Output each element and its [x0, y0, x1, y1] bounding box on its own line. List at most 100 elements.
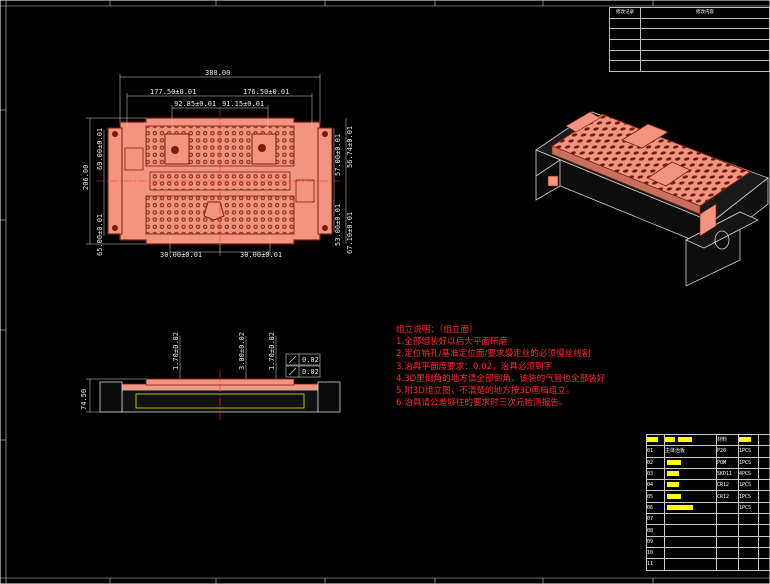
bom-item-name [664, 535, 717, 548]
dim-right-lower-a: 53.00±0.01 [334, 204, 342, 246]
bom-item-qty: 1PCS [738, 445, 759, 458]
bom-item-note [758, 467, 770, 481]
top-view: 380.00 177.50±0.01 176.50±0.01 92.85±0.0… [82, 69, 354, 259]
bom-item-note [758, 524, 770, 537]
bom-item-material: SKD11 [716, 467, 739, 481]
isometric-view [535, 111, 769, 287]
bom-item-no: 08 [646, 524, 665, 537]
dim-right-span: 176.50±0.01 [243, 88, 289, 96]
bom-item-note [758, 501, 770, 515]
bom-item-no: 02 [646, 456, 665, 469]
dim-right-inner: 91.15±0.01 [222, 100, 264, 108]
note-line: 6.治具请公差够往的要求时三次元检测报告。 [396, 398, 568, 409]
bom-item-material [716, 558, 739, 571]
highlight-mark [667, 471, 679, 477]
bom-item-qty [738, 535, 759, 548]
bom-item-qty: 1PCS [738, 456, 759, 469]
flatness-value-2: 0.02 [302, 368, 319, 376]
bom-item-qty: 1PCS [738, 501, 759, 515]
bom-item-no: 07 [646, 513, 665, 526]
bom-item-name [664, 479, 717, 492]
bom-item-qty: 4PCS [738, 467, 759, 481]
bom-item-note [758, 535, 770, 548]
side-view: 74.50 1.70±0.02 3.00±0.02 1.70±0.02 0.02… [80, 332, 341, 420]
bom-item-material: CR12 [716, 490, 739, 503]
bom-item-name [664, 501, 717, 515]
bom-item-name [664, 456, 717, 469]
dim-bottom-right: 30.00±0.01 [240, 251, 282, 259]
bom-item-material: CR12 [716, 479, 739, 492]
highlight-mark [667, 482, 679, 488]
dim-left-inner: 92.85±0.01 [174, 100, 216, 108]
bom-item-qty: 1PCS [738, 479, 759, 492]
bom-item-name: 主体治板 [664, 445, 717, 458]
dim-side-height: 74.50 [80, 389, 88, 410]
bom-item-no: 10 [646, 546, 665, 560]
highlight-mark [647, 437, 658, 443]
highlight-mark [667, 459, 681, 465]
bom-item-qty [738, 558, 759, 571]
bom-item-no: 04 [646, 479, 665, 492]
note-line: 1.全部组装好以后大平面研磨 [396, 337, 508, 348]
bom-item-qty [738, 524, 759, 537]
bom-item-note [758, 546, 770, 560]
bom-row: 06 1PCS [646, 501, 770, 515]
dim-left-upper: 69.00±0.01 [96, 128, 104, 170]
revision-table: 修改记录 修改内容 [609, 7, 770, 73]
bom-item-no: 09 [646, 535, 665, 548]
highlight-mark [665, 437, 675, 443]
dim-right-upper-b: 56.74±0.01 [346, 126, 354, 168]
bom-item-note [758, 456, 770, 469]
dim-overall-width: 380.00 [205, 69, 230, 77]
bom-row: 07 [646, 513, 770, 526]
bom-item-name [664, 467, 717, 481]
dim-side-c: 1.70±0.02 [268, 332, 276, 370]
bom-item-note [758, 513, 770, 526]
note-line: 5.附3D组立图，不清楚的地方按3D画档组立。 [396, 386, 575, 397]
flatness-icon [288, 355, 297, 364]
revision-col-1: 修改记录 [609, 7, 641, 19]
dim-bottom-left: 30.00±0.01 [160, 251, 202, 259]
bom-item-material [716, 535, 739, 548]
bom-item-material [716, 546, 739, 560]
highlight-mark [667, 504, 693, 510]
bom-item-name [664, 513, 717, 526]
note-line: 4.3D里倒角的地方请全部倒角，该装的气管也全部装好 [396, 373, 606, 384]
bom-item-material: P20 [716, 445, 739, 458]
bom-item-note [758, 445, 770, 458]
bom-item-no: 11 [646, 558, 665, 571]
bom-item-name [664, 524, 717, 537]
bom-item-no: 03 [646, 467, 665, 481]
bom-item-no: 01 [646, 445, 665, 458]
bom-item-name [664, 490, 717, 503]
bom-header-row: 材料 [646, 433, 770, 447]
bom-row: 09 [646, 535, 770, 548]
bom-item-material [716, 501, 739, 515]
bom-item-no: 05 [646, 490, 665, 503]
bom-row: 11 [646, 558, 770, 571]
dim-right-upper-a: 57.00±0.01 [334, 134, 342, 176]
dim-side-b: 3.00±0.02 [238, 332, 246, 370]
dim-overall-height: 206.00 [82, 165, 90, 190]
note-line: 组立说明：（组立面） [396, 325, 478, 335]
bom-item-no: 06 [646, 501, 665, 515]
assembly-notes: 组立说明：（组立面） 1.全部组装好以后大平面研磨 2.定位销孔/基准定位面/要… [396, 324, 605, 409]
revision-col-2: 修改内容 [640, 7, 770, 19]
bom-item-note [758, 479, 770, 492]
dim-left-span: 177.50±0.01 [150, 88, 196, 96]
dim-left-lower: 65.00±0.01 [96, 214, 104, 256]
bom-item-qty [738, 513, 759, 526]
bom-item-name [664, 558, 717, 571]
note-line: 3.治具平面度要求：0.02，治具必须到字 [396, 361, 553, 372]
bom-item-material [716, 513, 739, 526]
bom-item-qty: 1PCS [738, 490, 759, 503]
bom-item-material: POM [716, 456, 739, 469]
bom-item-material [716, 524, 739, 537]
dim-side-a: 1.70±0.02 [172, 332, 180, 370]
